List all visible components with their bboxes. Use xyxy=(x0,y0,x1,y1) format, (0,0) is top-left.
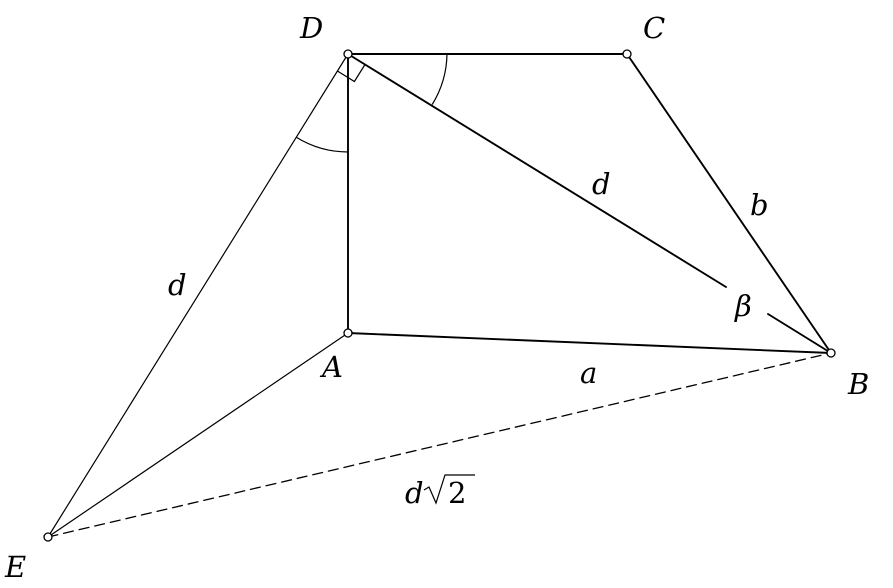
vertex-C xyxy=(622,49,632,59)
label-sqrt-radicand: 2 xyxy=(448,476,466,510)
segment-EB-dashed xyxy=(47,352,832,538)
label-side-a: a xyxy=(580,356,597,390)
label-d-sqrt-2: d 2 xyxy=(405,474,475,510)
angle-arc-BDC xyxy=(431,53,448,105)
segment-AB xyxy=(347,332,832,354)
vertex-A xyxy=(343,328,353,338)
segment-EA xyxy=(47,332,349,538)
vertex-B xyxy=(826,348,836,358)
segment-ED xyxy=(47,53,349,538)
label-angle-beta: β xyxy=(734,289,752,323)
radical-sign xyxy=(423,474,475,505)
label-diagonal-d: d xyxy=(592,167,611,201)
label-E: E xyxy=(4,550,26,584)
label-side-d-left: d xyxy=(168,268,187,302)
vertex-D xyxy=(343,49,353,59)
segment-CB xyxy=(626,53,832,354)
segment-DB-upper xyxy=(347,53,727,288)
label-A: A xyxy=(319,350,343,384)
angle-arc-ADE xyxy=(295,136,349,153)
label-B: B xyxy=(847,367,869,401)
label-side-b: b xyxy=(750,188,769,222)
label-C: C xyxy=(643,11,665,45)
segment-DB-lower xyxy=(767,313,832,354)
vertex-E xyxy=(43,532,53,542)
label-D: D xyxy=(299,11,323,45)
right-angle-mark xyxy=(337,64,366,83)
label-sqrt-coef: d xyxy=(405,476,424,510)
